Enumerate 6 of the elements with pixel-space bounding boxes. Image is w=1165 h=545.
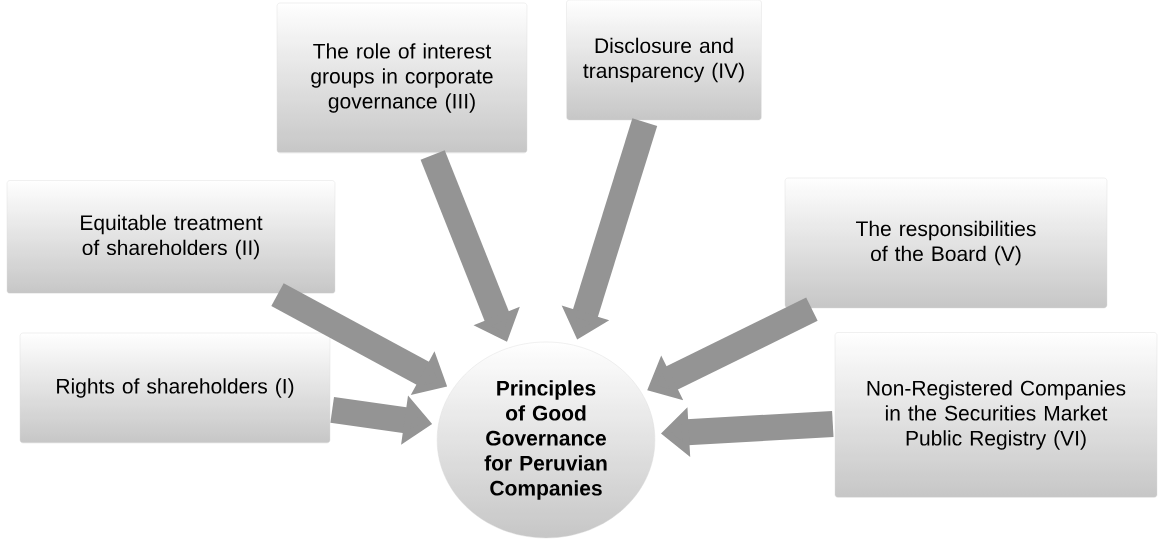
principle-box: Disclosure and transparency (IV) [566, 0, 762, 121]
principle-box: The role of interest groups in corporate governance (III) [276, 2, 528, 154]
principle-box: Non-Registered Companies in the Securities Market Public Registry (VI) [834, 332, 1158, 498]
principle-box: The responsibilities of the Board (V) [784, 177, 1108, 309]
principle-box: Rights of shareholders (I) [19, 332, 331, 444]
principle-box: Equitable treatment of shareholders (II) [6, 180, 336, 294]
